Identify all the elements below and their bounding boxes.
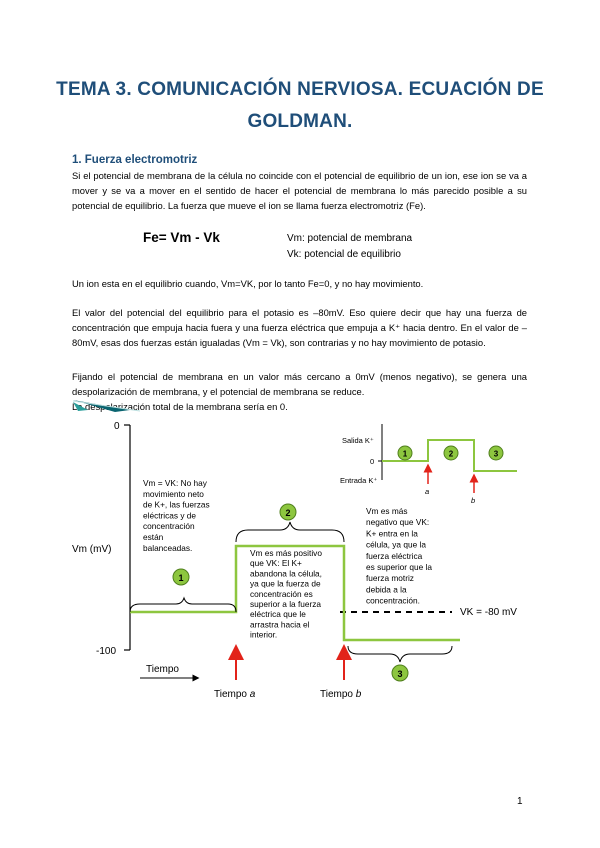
note-2-line: interior. <box>250 630 277 640</box>
equation-def-vk: Vk: potencial de equilibrio <box>287 249 401 260</box>
note-1-line: están <box>143 532 164 542</box>
inset-badge-1: 1 <box>397 445 413 461</box>
note-1-line: eléctricas y de <box>143 510 196 520</box>
brace-2 <box>235 521 345 543</box>
paragraph-4a: Fijando el potencial de membrana en un v… <box>72 371 527 397</box>
note-3-line: negativo que VK: <box>366 517 429 527</box>
y-axis-label: Vm (mV) <box>72 544 111 555</box>
decorative-shading <box>72 400 141 412</box>
note-3-line: fuerza motriz <box>366 573 414 583</box>
y-tick-label-0: 0 <box>114 421 120 432</box>
y-tick-label-minus100: -100 <box>96 646 116 657</box>
paragraph-3: El valor del potencial del equilibrio pa… <box>72 307 527 348</box>
note-2-line: superior a la fuerza <box>250 599 321 609</box>
paragraph-1: Si el potencial de membrana de la célula… <box>72 170 527 211</box>
paragraph-4: Fijando el potencial de membrana en un v… <box>72 369 527 414</box>
inset-diagram: Salida K⁺ 0 Entrada K⁺ 1 2 3 a b <box>340 424 517 505</box>
note-1-line: de K+, las fuerzas <box>143 500 210 510</box>
note-3-line: debida a la <box>366 584 407 594</box>
inset-badge-1-label: 1 <box>403 450 408 459</box>
badge-1-label: 1 <box>178 573 183 583</box>
title-line-1: TEMA 3. COMUNICACIÓN NERVIOSA. ECUACIÓN … <box>56 79 544 100</box>
equation-def-vm: Vm: potencial de membrana <box>287 233 413 244</box>
note-2-line: eléctrica que le <box>250 609 306 619</box>
page-number: 1 <box>517 796 523 807</box>
note-3-line: es superior que la <box>366 562 432 572</box>
inset-badge-3-label: 3 <box>494 450 499 459</box>
paragraph-4b: La despolarización total de la membrana … <box>72 401 288 412</box>
page-title: TEMA 3. COMUNICACIÓN NERVIOSA. ECUACIÓN … <box>0 74 600 138</box>
note-1-line: balanceadas. <box>143 543 192 553</box>
time-b-label: Tiempo b <box>320 689 362 700</box>
badge-3-label: 3 <box>397 669 402 679</box>
note-2-line: arrastra hacia el <box>250 619 310 629</box>
vk-label: VK = -80 mV <box>460 607 517 618</box>
inset-b-label: b <box>471 496 475 505</box>
inset-zero-label: 0 <box>370 457 374 466</box>
badge-2: 2 <box>279 503 297 521</box>
note-1-line: Vm = VK: No hay <box>143 478 208 488</box>
badge-2-label: 2 <box>285 508 290 518</box>
note-2-line: ya que la fuerza de <box>250 579 321 589</box>
x-axis-label: Tiempo <box>146 664 179 675</box>
note-1-line: concentración <box>143 521 195 531</box>
inset-a-label: a <box>425 487 429 496</box>
note-2-line: que VK: El K+ <box>250 558 302 568</box>
paragraph-2: Un ion esta en el equilibrio cuando, Vm=… <box>72 278 424 289</box>
note-3-line: fuerza eléctrica <box>366 551 423 561</box>
brace-3 <box>347 645 453 663</box>
note-3-line: concentración. <box>366 596 420 606</box>
note-2-line: abandona la célula, <box>250 568 322 578</box>
inset-trace <box>382 439 517 472</box>
time-a-label: Tiempo a <box>214 689 256 700</box>
inset-badge-3: 3 <box>488 445 504 461</box>
membrane-potential-trace <box>130 544 460 642</box>
brace-1 <box>129 596 237 613</box>
note-2-line: concentración es <box>250 589 313 599</box>
note-3-line: K+ entra en la <box>366 528 418 538</box>
inset-badge-2: 2 <box>443 445 459 461</box>
badge-3: 3 <box>391 664 409 682</box>
inset-entrada-label: Entrada K⁺ <box>340 476 377 485</box>
inset-salida-label: Salida K⁺ <box>342 436 374 445</box>
note-3-line: Vm es más <box>366 506 408 516</box>
badge-1: 1 <box>172 568 190 586</box>
equation: Fe= Vm - Vk <box>143 230 220 245</box>
title-line-2: GOLDMAN. <box>247 111 353 132</box>
note-3-line: célula, ya que la <box>366 540 426 550</box>
section-heading: 1. Fuerza electromotriz <box>72 154 198 166</box>
inset-badge-2-label: 2 <box>449 450 454 459</box>
note-2-line: Vm es más positivo <box>250 548 322 558</box>
note-1-line: movimiento neto <box>143 489 204 499</box>
